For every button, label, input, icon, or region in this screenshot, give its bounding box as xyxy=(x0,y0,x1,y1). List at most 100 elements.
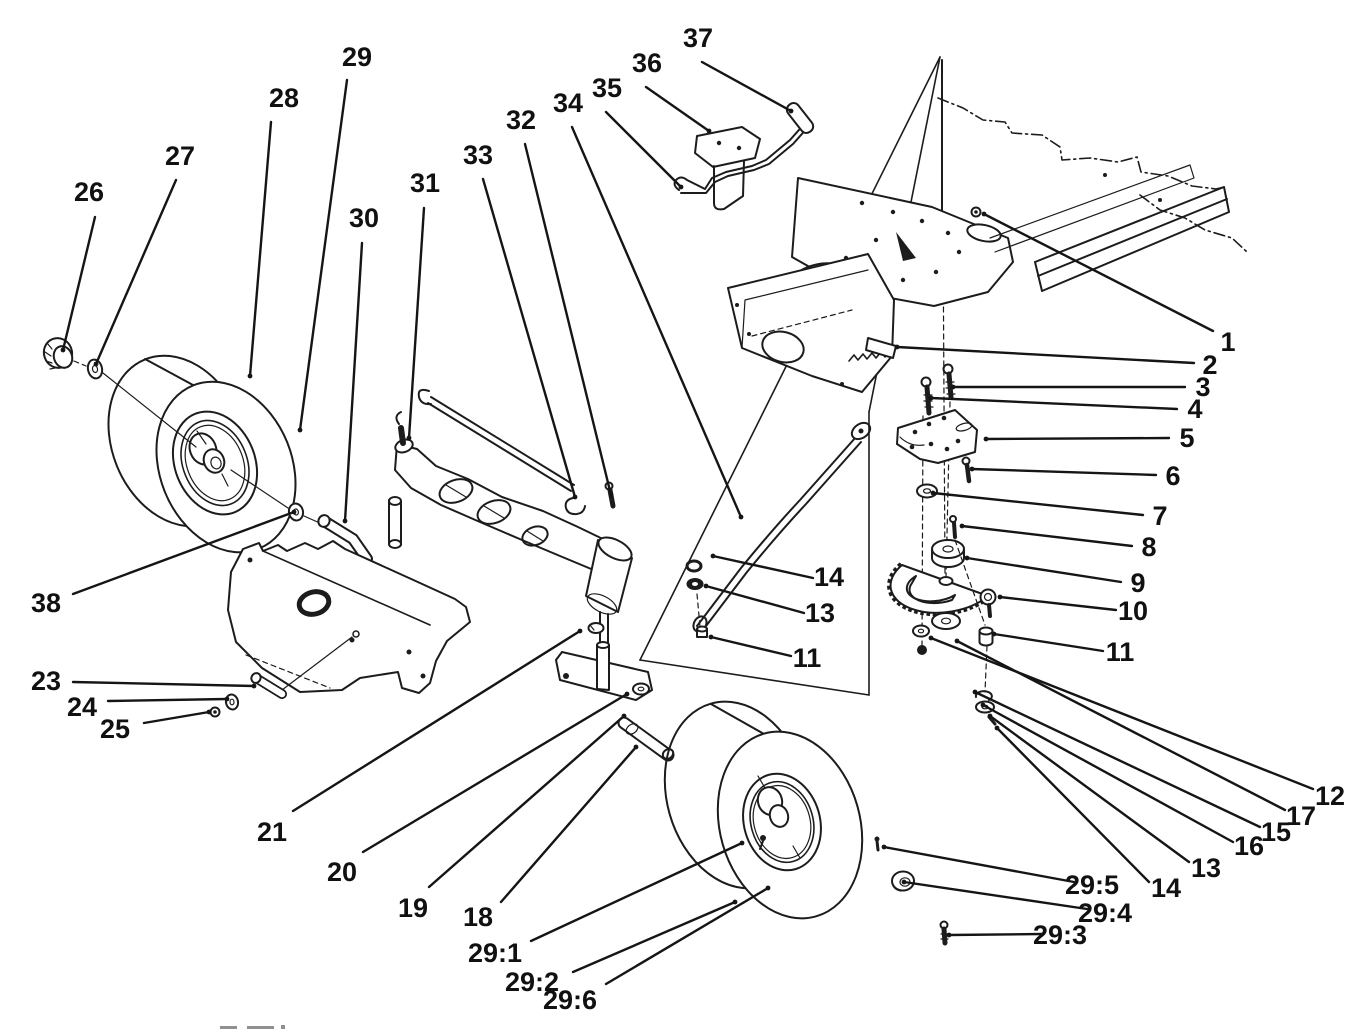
callout-label-37: 37 xyxy=(683,23,713,53)
console-holes xyxy=(843,200,962,283)
stud-axis xyxy=(954,539,986,626)
cutoff-dash xyxy=(247,1026,274,1029)
bolt-head-17 xyxy=(917,645,927,655)
callout-label-7: 7 xyxy=(1152,501,1167,531)
callout-leader-tip-18 xyxy=(633,744,639,750)
washer-hole xyxy=(229,698,235,706)
callout-leader-tip-16 xyxy=(980,702,986,708)
washer-hole xyxy=(637,686,645,692)
callout-label-5: 5 xyxy=(1179,423,1194,453)
callout-leader-2 xyxy=(895,345,1196,365)
callout-leader-tip-15 xyxy=(972,689,978,695)
callout-label-20: 20 xyxy=(327,857,357,887)
callout-leader-6 xyxy=(970,467,1158,477)
callout-leader-30 xyxy=(343,241,364,523)
callout-leader-18 xyxy=(499,745,638,904)
callout-label-8: 8 xyxy=(1141,532,1156,562)
callout-leader-tip-12 xyxy=(928,635,934,641)
callout-leader-5 xyxy=(984,436,1171,441)
callout-leader-24 xyxy=(106,697,229,703)
axle-support-bracket xyxy=(227,540,471,694)
callout-leader-15 xyxy=(973,690,1262,829)
callout-leader-9 xyxy=(965,556,1123,584)
callout-label-36: 36 xyxy=(632,48,662,78)
callout-label-24: 24 xyxy=(67,692,97,722)
callout-leader-tip-13 xyxy=(703,583,709,589)
exploded-axis-dashes xyxy=(73,360,87,367)
rim-bead xyxy=(184,424,246,502)
callout-leader-tip-17 xyxy=(954,638,960,644)
roller-stud xyxy=(987,603,992,618)
bolt-6 xyxy=(961,456,972,484)
knurl xyxy=(46,342,53,350)
callout-label-9: 9 xyxy=(1130,568,1145,598)
callout-leader-7 xyxy=(931,491,1145,517)
tie-rod-bottom xyxy=(427,402,572,492)
bracket-plate xyxy=(227,540,471,694)
callout-leader-tip-37 xyxy=(788,108,794,114)
callout-leader-14 xyxy=(995,726,1151,884)
callout-label-6: 6 xyxy=(1165,461,1180,491)
callout-label-10: 10 xyxy=(1118,596,1148,626)
callout-leader-tip-11 xyxy=(708,634,714,640)
callout-leader-14 xyxy=(711,554,815,580)
frame-box xyxy=(727,253,897,393)
bracket-holes xyxy=(247,557,426,679)
shaft-body xyxy=(619,718,673,760)
kingpin-clip-left xyxy=(395,411,402,425)
support-plate-5 xyxy=(896,409,978,464)
callout-label-35: 35 xyxy=(592,73,622,103)
kingpin-left xyxy=(398,425,406,446)
lever-rod-35 xyxy=(673,121,807,191)
callout-leader-29:5 xyxy=(882,845,1076,884)
callout-leader-13 xyxy=(988,714,1191,864)
housing-bottom xyxy=(586,593,618,615)
callout-label-34: 34 xyxy=(553,88,583,118)
washer-hole xyxy=(692,582,698,586)
callout-leader-tip-34 xyxy=(738,514,744,520)
nut-11-mid xyxy=(696,625,708,638)
carriage-bolt-3 xyxy=(942,363,956,400)
spoke-line xyxy=(757,775,766,789)
mounting-bolt-1 xyxy=(970,206,982,218)
callout-leader-tip-4 xyxy=(928,395,934,401)
callout-leader-37 xyxy=(700,60,793,113)
bracket-pin xyxy=(563,673,569,679)
callout-leader-29:6 xyxy=(604,886,770,986)
carriage-bolt-4 xyxy=(920,376,934,416)
callout-leader-tip-10 xyxy=(997,594,1003,600)
latch-plate xyxy=(865,337,897,359)
ball-joint-stud xyxy=(858,428,864,434)
callout-label-29:1: 29:1 xyxy=(468,938,522,968)
callout-leader-23 xyxy=(71,680,256,688)
callout-leader-tip-20 xyxy=(624,691,630,697)
callout-label-31: 31 xyxy=(410,168,440,198)
callout-leader-tip-31 xyxy=(406,435,412,441)
axle-stub xyxy=(210,456,222,470)
rim-inner xyxy=(180,419,250,507)
knurl xyxy=(49,367,56,370)
stud-axis xyxy=(984,645,988,693)
callout-label-14: 14 xyxy=(814,562,844,592)
box-inner-edge xyxy=(741,269,869,349)
valve-stem xyxy=(760,835,766,841)
callout-leader-tip-36 xyxy=(706,128,712,134)
left-front-wheel xyxy=(107,354,297,554)
callout-leader-11 xyxy=(709,635,793,658)
callout-label-29:5: 29:5 xyxy=(1065,870,1119,900)
chassis-frame xyxy=(639,56,1248,696)
drag-link-34 xyxy=(692,421,872,633)
spoke-line xyxy=(792,845,801,859)
pin-body xyxy=(320,517,371,563)
ring-notch xyxy=(589,624,595,631)
callout-leader-tip-29:2 xyxy=(732,899,738,905)
callout-leader-tip-23 xyxy=(251,683,257,689)
washer-outer xyxy=(224,693,240,711)
beam-lightening-holes xyxy=(438,478,549,547)
callout-leader-29:1 xyxy=(529,841,744,943)
callout-label-26: 26 xyxy=(74,177,104,207)
shoulder-bolt-29-3 xyxy=(939,920,949,946)
bracket-36 xyxy=(694,126,761,168)
housing-top xyxy=(597,536,633,562)
